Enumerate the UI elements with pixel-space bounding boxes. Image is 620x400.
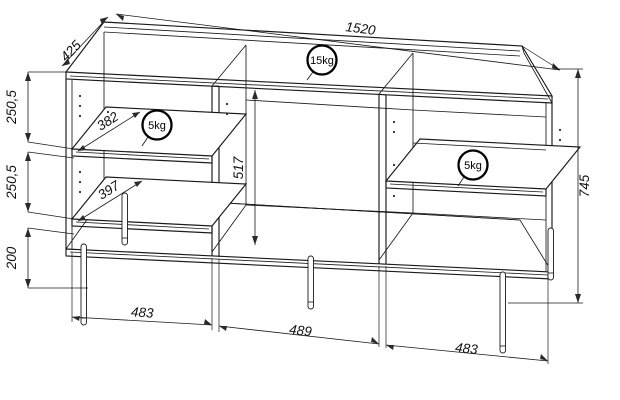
load-badge-5kg-right: 5kg [457,149,489,187]
leg-back-right [547,227,554,281]
dimension-upper-compartment: 250,5 [4,71,75,150]
load-badge-5kg-left: 5kg [141,109,173,147]
legs [80,192,554,354]
left-bay-lower-shelf [70,176,248,234]
load-badge-label-top: 15kg [310,55,334,67]
dimension-bay-middle-489: 489 [218,322,380,345]
dim-label-bay-left: 483 [131,304,155,320]
dim-label-middle-opening: 517 [231,156,246,179]
dim-label-bay-right: 483 [454,340,478,357]
dim-label-lower-compartment: 250,5 [4,165,19,200]
load-badge-circle-top [306,44,338,76]
vertical-divider-right [378,52,414,264]
load-badge-15kg: 15kg [306,44,338,81]
dimension-lower-compartment: 250,5 [4,151,75,220]
leg-back-left [121,192,128,246]
dimension-middle-opening-517: 517 [231,90,258,245]
load-badge-circle-right [457,149,489,181]
dim-label-upper-compartment: 250,5 [4,90,19,125]
dimension-width-1520: 1520 [115,13,561,71]
dim-label-leg-height: 200 [4,246,19,270]
leg-front-left [80,243,87,326]
load-badge-leader-top [306,71,314,81]
dimension-bay-widths: 483 489 483 [71,252,549,364]
dim-label-height: 745 [577,174,592,197]
load-badge-label-left: 5kg [148,120,166,132]
shelf-peg-holes [78,94,562,198]
load-badge-leader-right [457,176,465,187]
dimension-bay-right-483: 483 [385,340,549,362]
load-badge-circle-left [141,109,173,141]
dim-label-width: 1520 [345,19,377,38]
leg-front-right [499,271,506,354]
dimension-height-745: 745 [508,68,592,304]
load-badge-leader-left [141,136,149,147]
dim-label-bay-middle: 489 [288,322,313,339]
dimension-leg-height: 200 [4,227,88,289]
dimension-bay-left-483: 483 [71,304,213,326]
leg-front-middle [307,255,314,310]
load-badge-label-right: 5kg [464,160,482,172]
